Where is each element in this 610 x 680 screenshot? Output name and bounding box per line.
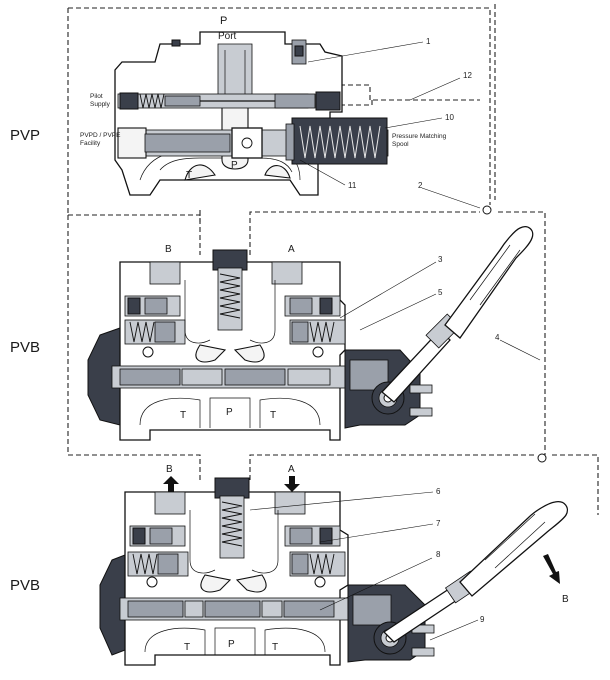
pvb1-top-plug	[212, 249, 248, 271]
pvpd-facility-label-line2: Facility	[80, 140, 101, 147]
pvb2-main-spool	[204, 600, 261, 618]
pressure-matching-label-line2: Spool	[392, 141, 409, 148]
callout-7: 7	[436, 519, 441, 528]
callout-9: 9	[480, 615, 485, 624]
callout-leaders	[249, 41, 541, 641]
callout-2: 2	[418, 181, 423, 190]
callout-10: 10	[445, 113, 454, 122]
callout-12: 12	[463, 71, 472, 80]
pvp-t-port-label: T	[186, 170, 192, 181]
pressure-matching-spool	[144, 133, 231, 153]
pvb1-section-label: PVB	[10, 339, 40, 356]
pvb2-top-plug	[214, 477, 250, 499]
pvb2-t-right-label: T	[272, 642, 278, 653]
pvb2-b-port-label: B	[166, 464, 173, 475]
pressure-matching-label-line1: Pressure Matching	[392, 133, 447, 140]
pvb2-lever-handle	[459, 501, 569, 597]
callout-3: 3	[438, 255, 443, 264]
pvb1-t-right-label: T	[270, 410, 276, 421]
pvb1-a-port-label: A	[288, 244, 295, 255]
pilot-supply-label-line1: Pilot	[90, 93, 103, 100]
pvb1-lever-arm	[381, 329, 451, 403]
flow-arrows	[163, 476, 560, 584]
pvb2-t-left-label: T	[184, 642, 190, 653]
pvb2-a-port-label: A	[288, 464, 295, 475]
pvb1-main-spool	[224, 368, 286, 386]
pvb2-section-label: PVB	[10, 577, 40, 594]
callout-11: 11	[348, 181, 357, 190]
pvb2-a-flow-arrow-down	[284, 476, 300, 492]
pvp-p-port-bore	[217, 43, 253, 101]
pvb1-p-label: P	[226, 407, 233, 418]
callout-5: 5	[438, 288, 443, 297]
lever-direction-label: B	[562, 594, 569, 605]
callout-8: 8	[436, 550, 441, 559]
pvb1-t-left-label: T	[180, 410, 186, 421]
pvp-p-channel-label: P	[231, 160, 238, 171]
pvb-section-1	[87, 226, 534, 441]
pvb-section-2	[99, 477, 569, 666]
lever-direction-arrow	[543, 554, 560, 584]
callout-4: 4	[495, 333, 500, 342]
pilot-oil-lines	[67, 4, 599, 515]
pvpd-facility-label-line1: PVPD / PVPE	[80, 132, 121, 139]
pvp-section	[114, 31, 389, 196]
pilot-supply-label-line2: Supply	[90, 101, 111, 108]
pvp-port-word-label: Port	[218, 31, 237, 42]
pvp-p-port-label: P	[220, 15, 227, 27]
callout-6: 6	[436, 487, 441, 496]
pvb1-b-port-label: B	[165, 244, 172, 255]
pvb2-b-flow-arrow-up	[163, 476, 179, 492]
pvb1-lever-handle	[444, 226, 534, 339]
pvb2-p-label: P	[228, 639, 235, 650]
callout-1: 1	[426, 37, 431, 46]
pvp-section-label: PVP	[10, 127, 40, 144]
